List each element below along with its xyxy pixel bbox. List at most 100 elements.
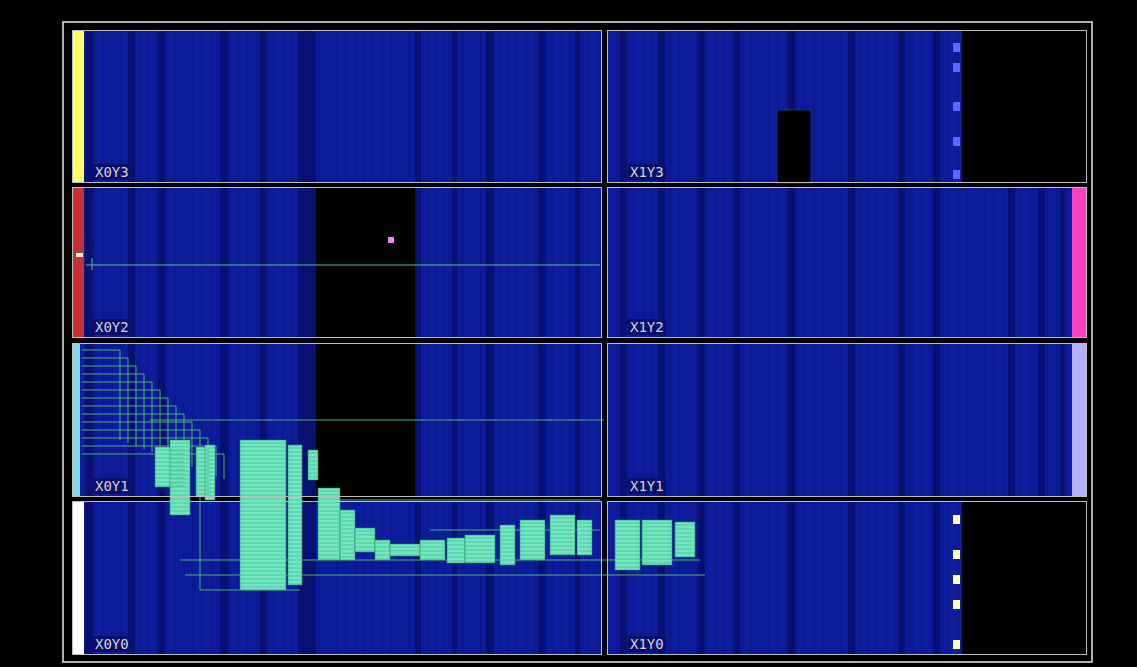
tile-line [616, 343, 617, 497]
tile-line [904, 30, 905, 183]
resource-column [788, 187, 795, 338]
cell-row [288, 576, 302, 577]
tile-line [301, 187, 302, 338]
tile-line [688, 343, 689, 497]
resource-column [415, 187, 421, 338]
cell-row [205, 460, 215, 461]
cell-row [196, 474, 210, 475]
cell-row [288, 552, 302, 553]
placed-site [953, 600, 960, 609]
cell-row [642, 539, 672, 540]
tile-line [463, 501, 464, 655]
cell-row [288, 508, 302, 509]
cell-row [615, 535, 640, 536]
tile-line [643, 30, 644, 183]
tile-line [157, 187, 158, 338]
cell-row [465, 554, 495, 555]
tile-line [463, 187, 464, 338]
resource-column [848, 187, 855, 338]
cell-row [205, 468, 215, 469]
placed-cell-block [577, 520, 592, 555]
tile-line [580, 187, 581, 338]
net-wire [82, 350, 120, 440]
tile-line [679, 30, 680, 183]
tile-line [319, 30, 320, 183]
cell-row [308, 469, 318, 470]
placed-site [953, 137, 960, 146]
resource-column [158, 30, 165, 183]
cell-row [615, 551, 640, 552]
resource-column [486, 30, 494, 183]
tile-line [850, 501, 851, 655]
region-label: X0Y1 [93, 478, 131, 494]
tile-line [706, 30, 707, 183]
tile-line [805, 501, 806, 655]
resource-column [898, 30, 905, 183]
cell-row [240, 587, 286, 588]
cell-row [577, 527, 592, 528]
placed-cell-block [205, 445, 215, 500]
cell-row [500, 536, 515, 537]
cell-row [205, 488, 215, 489]
tile-line [805, 187, 806, 338]
tile-line [895, 501, 896, 655]
fabric-columns [72, 30, 1087, 655]
cell-row [170, 455, 190, 456]
cell-row [420, 551, 445, 552]
tile-line [733, 343, 734, 497]
empty-area [962, 30, 1087, 183]
cell-row [288, 488, 302, 489]
tile-line [229, 187, 230, 338]
tile-line [238, 501, 239, 655]
tile-line [814, 501, 815, 655]
clock-region: X0Y0 [72, 501, 602, 655]
tile-line [670, 187, 671, 338]
tile-line [454, 187, 455, 338]
cell-row [390, 547, 420, 548]
cell-row [375, 543, 390, 544]
clock-region: X1Y1 [607, 343, 1087, 497]
tile-line [445, 187, 446, 338]
tile-line [967, 187, 968, 338]
cell-row [318, 515, 340, 516]
tile-line [841, 343, 842, 497]
resource-column [788, 501, 795, 655]
tile-line [499, 187, 500, 338]
tile-line [571, 187, 572, 338]
cell-row [170, 443, 190, 444]
resource-column [933, 30, 940, 183]
tile-line [724, 187, 725, 338]
cell-row [675, 545, 695, 546]
cell-row [642, 559, 672, 560]
tile-line [436, 501, 437, 655]
clock-region: X1Y3 [607, 30, 1087, 183]
tile-line [220, 30, 221, 183]
tile-line [1012, 187, 1013, 338]
clock-region: X0Y2 [72, 187, 602, 338]
tile-line [859, 187, 860, 338]
tile-line [472, 30, 473, 183]
tile-line [625, 343, 626, 497]
tile-line [148, 187, 149, 338]
resource-column [220, 30, 228, 183]
placed-site [953, 102, 960, 111]
cell-row [170, 487, 190, 488]
tile-line [148, 343, 149, 497]
tile-line [418, 30, 419, 183]
tile-line [274, 30, 275, 183]
cell-row [288, 448, 302, 449]
tile-line [922, 187, 923, 338]
cell-row [615, 523, 640, 524]
tile-line [148, 30, 149, 183]
resource-column [733, 30, 740, 183]
cell-row [240, 515, 286, 516]
cell-row [550, 518, 575, 519]
tile-line [697, 343, 698, 497]
region-label: X0Y0 [93, 636, 131, 652]
tile-line [310, 501, 311, 655]
placed-cell-block [550, 515, 575, 555]
net-wire [86, 258, 600, 270]
tile-line [418, 501, 419, 655]
tile-line [139, 187, 140, 338]
